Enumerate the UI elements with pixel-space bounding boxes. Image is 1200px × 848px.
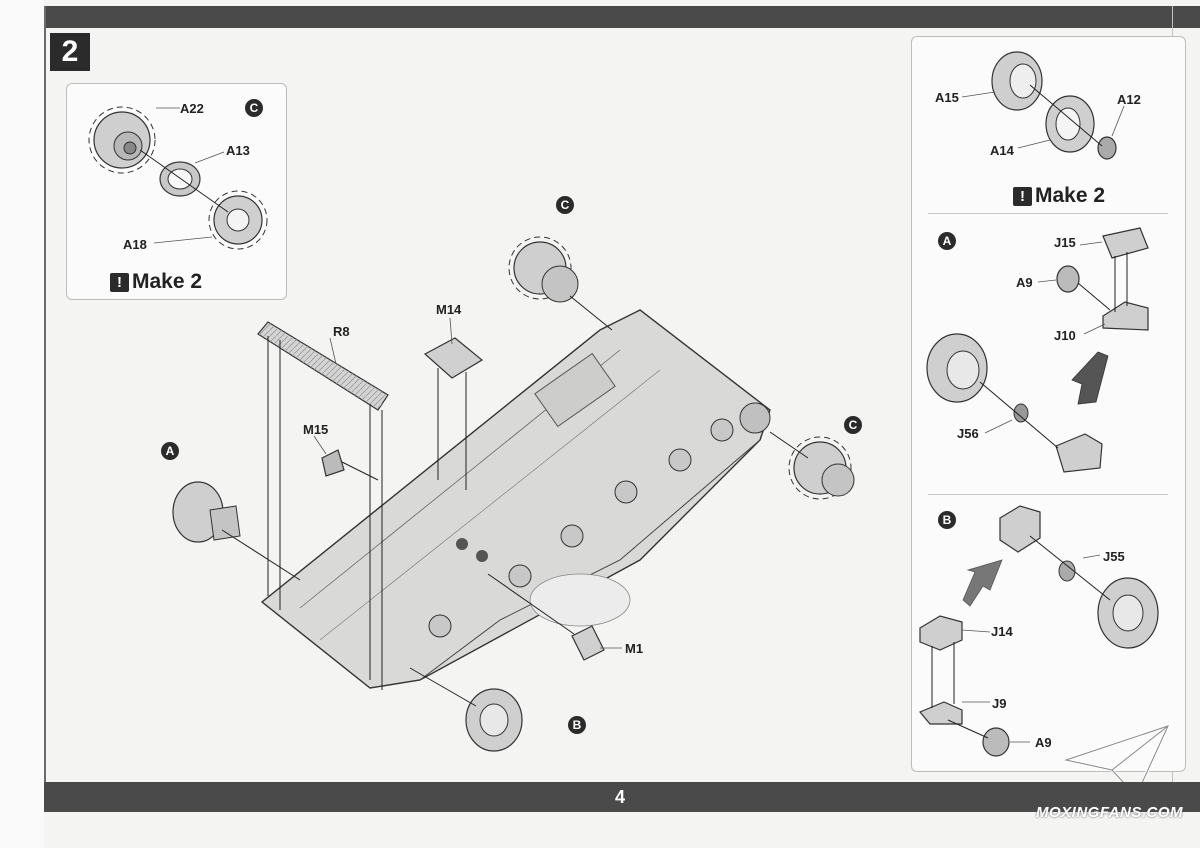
right-divider-1 [928, 213, 1168, 214]
part-m15 [321, 449, 345, 477]
marker-b-panel: B [938, 511, 956, 529]
sprocket-assembly-top-c [508, 236, 579, 303]
part-j15 [1102, 227, 1149, 259]
part-a9 [1056, 265, 1080, 293]
sprocket-a18 [208, 190, 268, 250]
marker-c-top: C [556, 196, 574, 214]
sprocket-a22 [88, 106, 156, 174]
road-wheels [428, 402, 771, 638]
wheel-assembly-a [926, 333, 988, 403]
marker-c-right: C [844, 416, 862, 434]
label-a22: A22 [180, 101, 204, 116]
wheel-a15 [991, 51, 1043, 111]
label-a14: A14 [990, 143, 1014, 158]
marker-c-panel: C [245, 99, 263, 117]
label-m14: M14 [436, 302, 462, 317]
label-a9: A9 [1016, 275, 1033, 290]
part-j9 [919, 701, 963, 725]
housing-a [1055, 433, 1103, 473]
label-r8: R8 [333, 324, 350, 339]
wheel-assembly-bottom-b [465, 688, 523, 752]
left-margin [0, 0, 44, 848]
direction-arrow-icon [1071, 351, 1109, 405]
part-j14 [919, 615, 963, 651]
sprocket-assembly-right-c [788, 436, 855, 500]
marker-b-bottom: B [568, 716, 586, 734]
part-j10 [1102, 301, 1149, 331]
hull-body [260, 309, 771, 689]
label-j14: J14 [991, 624, 1013, 639]
label-j56: J56 [957, 426, 979, 441]
step-number: 2 [50, 33, 90, 71]
track-link-r8 [257, 321, 389, 411]
ring-a13 [159, 161, 201, 197]
part-m1 [571, 625, 605, 661]
part-a9-b [982, 727, 1010, 757]
right-divider-2 [928, 494, 1168, 495]
right-column-panel [911, 36, 1186, 772]
label-m15: M15 [303, 422, 329, 437]
label-j10: J10 [1054, 328, 1076, 343]
label-a18: A18 [123, 237, 147, 252]
wheel-assembly-left-a [172, 481, 241, 543]
label-a15: A15 [935, 90, 959, 105]
exclamation-icon: ! [110, 272, 129, 292]
watermark-text: MOXINGFANS.COM [1036, 804, 1184, 821]
marker-a-left: A [161, 442, 179, 460]
label-m1: M1 [625, 641, 644, 656]
bottom-bar [44, 782, 1200, 812]
marker-a-panel: A [938, 232, 956, 250]
housing-b [999, 505, 1041, 553]
top-bar [44, 6, 1200, 28]
plate-m14 [423, 337, 484, 379]
make-note-c: !Make 2 [110, 270, 202, 294]
exclamation-icon: ! [1013, 186, 1032, 206]
label-j9: J9 [992, 696, 1007, 711]
label-j55: J55 [1103, 549, 1125, 564]
label-a9-b: A9 [1035, 735, 1052, 750]
direction-arrow-icon [962, 559, 1003, 607]
wheel-a14 [1045, 95, 1095, 153]
cap-a12 [1097, 136, 1117, 160]
label-a13: A13 [226, 143, 250, 158]
part-j56 [1013, 403, 1029, 423]
label-a12: A12 [1117, 92, 1141, 107]
binding-edge [44, 6, 46, 812]
part-j55 [1058, 560, 1076, 582]
page-number: 4 [614, 786, 625, 807]
label-j15: J15 [1054, 235, 1076, 250]
wheel-assembly-b [1097, 577, 1159, 649]
make-note-wheel: !Make 2 [1013, 184, 1105, 208]
